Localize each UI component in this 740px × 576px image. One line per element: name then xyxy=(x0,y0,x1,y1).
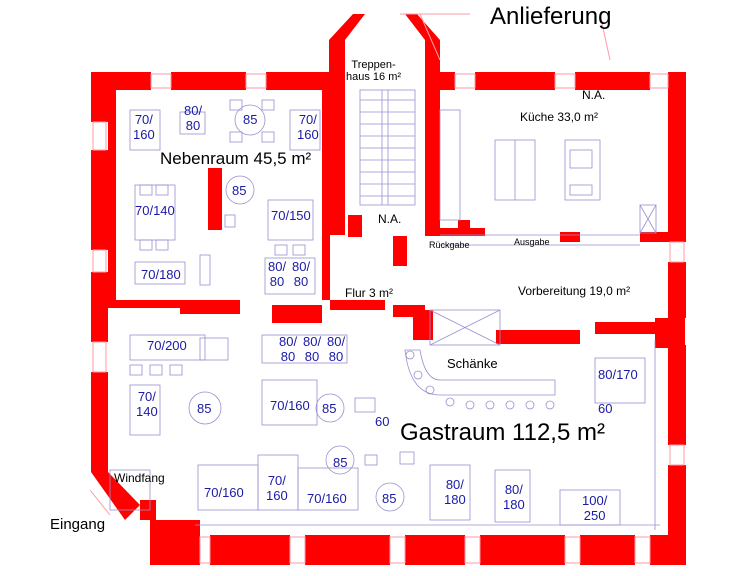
kitchen-label: Küche 33,0 m² xyxy=(520,110,599,124)
hallway-label: Flur 3 m² xyxy=(345,286,393,300)
table-size-label: 80/ 180 xyxy=(503,482,525,512)
table-size-label: 70/160 xyxy=(307,491,347,506)
table-size-label: 80/ 80 xyxy=(303,334,322,364)
dining-room-label: Gastraum 112,5 m² xyxy=(400,419,605,446)
table-size-label: 70/ 160 xyxy=(297,112,319,142)
stairwell-label: Treppen- haus 16 m² xyxy=(346,59,402,83)
table-size-label: 70/ 160 xyxy=(266,473,288,503)
table-size-label: 70/200 xyxy=(147,338,187,353)
table-size-label: 80/ 80 xyxy=(268,259,287,289)
table-size-label: 70/150 xyxy=(271,208,311,223)
table-size-label: 80/ 80 xyxy=(279,334,298,364)
prep-room-label: Vorbereitung 19,0 m² xyxy=(518,284,631,298)
table-size-label: 85 xyxy=(197,401,212,416)
table-size-label: 80/ 80 xyxy=(184,103,203,133)
table-size-label: 85 xyxy=(333,455,348,470)
table-size-label: 80/ 80 xyxy=(327,334,346,364)
table-size-label: 80/ 180 xyxy=(444,477,466,507)
windows xyxy=(89,13,685,564)
table-size-label: 70/180 xyxy=(141,267,181,282)
table-size-label: 80/ 80 xyxy=(292,259,311,289)
na-label-mid: N.A. xyxy=(378,212,402,226)
table-size-label: 70/140 xyxy=(135,203,175,218)
return-label: Rückgabe xyxy=(429,240,470,250)
table-size-label: 70/160 xyxy=(204,485,244,500)
table-size-label: 85 xyxy=(243,112,258,127)
entrance-label: Eingang xyxy=(50,516,106,533)
table-size-label: 80/170 xyxy=(598,367,638,382)
table-size-label: 100/ 250 xyxy=(582,493,608,523)
table-size-label: 85 xyxy=(322,401,337,416)
furniture xyxy=(109,89,660,530)
table-size-label: 85 xyxy=(382,491,397,506)
serving-label: Ausgabe xyxy=(514,237,550,247)
na-label-top: N.A. xyxy=(582,88,606,102)
table-size-label: 85 xyxy=(232,183,247,198)
side-room-label: Nebenraum 45,5 m² xyxy=(160,149,312,168)
table-size-label: 60 xyxy=(598,401,613,416)
vestibule-label: Windfang xyxy=(114,471,165,485)
table-size-label: 70/ 140 xyxy=(136,389,158,419)
table-size-label: 70/ 160 xyxy=(133,112,155,142)
table-size-label: 60 xyxy=(375,414,390,429)
bar-label: Schänke xyxy=(447,356,498,371)
walls xyxy=(91,14,686,565)
delivery-label: Anlieferung xyxy=(490,3,612,30)
table-size-label: 70/160 xyxy=(270,398,310,413)
